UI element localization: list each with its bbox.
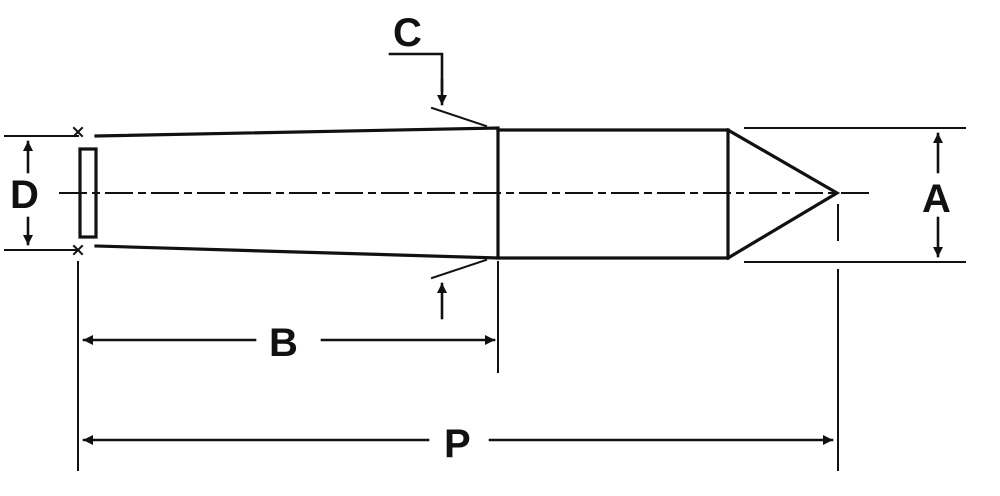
d-dimension: D — [10, 140, 39, 246]
d-label: D — [10, 173, 39, 217]
c-callout: C — [388, 11, 488, 320]
a-dimension: A — [922, 132, 951, 258]
c-upper-taper-line — [430, 106, 488, 128]
extension-lines — [4, 127, 966, 471]
c-label: C — [393, 11, 422, 55]
p-label: P — [444, 422, 471, 466]
a-label: A — [922, 177, 951, 221]
b-dimension: B — [82, 321, 496, 365]
lower-gauge-mark — [72, 244, 84, 256]
b-label: B — [269, 321, 298, 365]
c-lower-taper-line — [430, 258, 488, 280]
gauge-point-marks — [72, 126, 84, 256]
c-leader-line — [388, 52, 444, 92]
p-dimension: P — [82, 422, 834, 466]
upper-gauge-mark — [72, 126, 84, 138]
conical-point — [725, 127, 841, 261]
